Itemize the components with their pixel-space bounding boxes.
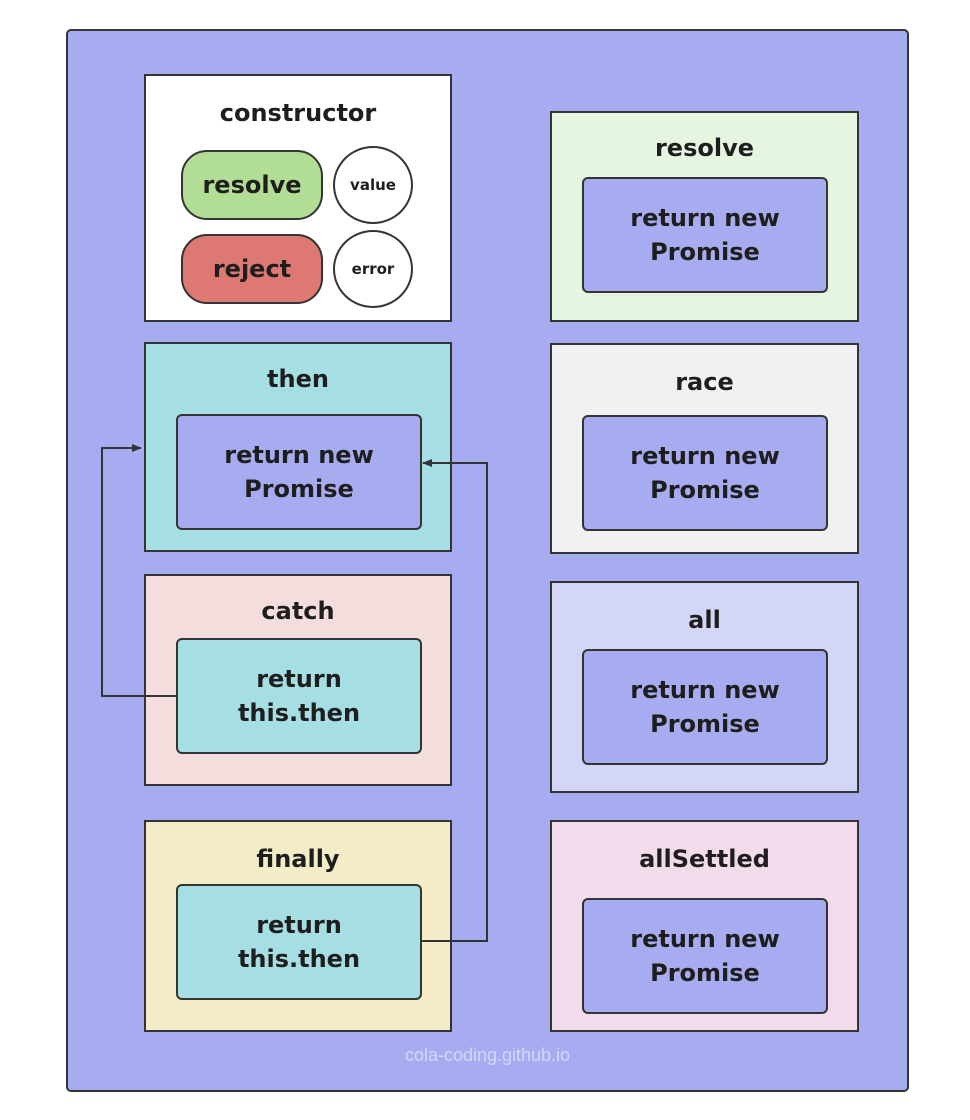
race-inner-box: return new Promise bbox=[582, 415, 828, 531]
constructor-box: constructor resolve value reject error bbox=[144, 74, 452, 322]
finally-inner-box: return this.then bbox=[176, 884, 422, 1000]
static-resolve-inner-box: return new Promise bbox=[582, 177, 828, 293]
all-box: all return new Promise bbox=[550, 581, 859, 793]
all-inner-box: return new Promise bbox=[582, 649, 828, 765]
catch-title: catch bbox=[261, 597, 335, 625]
watermark: cola-coding.github.io bbox=[404, 1045, 571, 1065]
race-title: race bbox=[675, 368, 734, 396]
finally-title: finally bbox=[256, 845, 340, 873]
then-box: then return new Promise bbox=[144, 342, 452, 552]
allSettled-inner-box: return new Promise bbox=[582, 898, 828, 1014]
then-title: then bbox=[267, 365, 329, 393]
reject-pill: reject bbox=[181, 234, 323, 304]
constructor-title: constructor bbox=[219, 99, 377, 127]
value-circle: value bbox=[333, 146, 413, 224]
then-inner-box: return new Promise bbox=[176, 414, 422, 530]
catch-inner-box: return this.then bbox=[176, 638, 422, 754]
static-resolve-title: resolve bbox=[654, 134, 755, 162]
catch-box: catch return this.then bbox=[144, 574, 452, 786]
static-resolve-box: resolve return new Promise bbox=[550, 111, 859, 322]
error-circle: error bbox=[333, 230, 413, 308]
race-box: race return new Promise bbox=[550, 343, 859, 554]
finally-box: finally return this.then bbox=[144, 820, 452, 1032]
resolve-pill: resolve bbox=[181, 150, 323, 220]
all-title: all bbox=[688, 606, 721, 634]
allSettled-box: allSettled return new Promise bbox=[550, 820, 859, 1032]
allSettled-title: allSettled bbox=[639, 845, 770, 873]
